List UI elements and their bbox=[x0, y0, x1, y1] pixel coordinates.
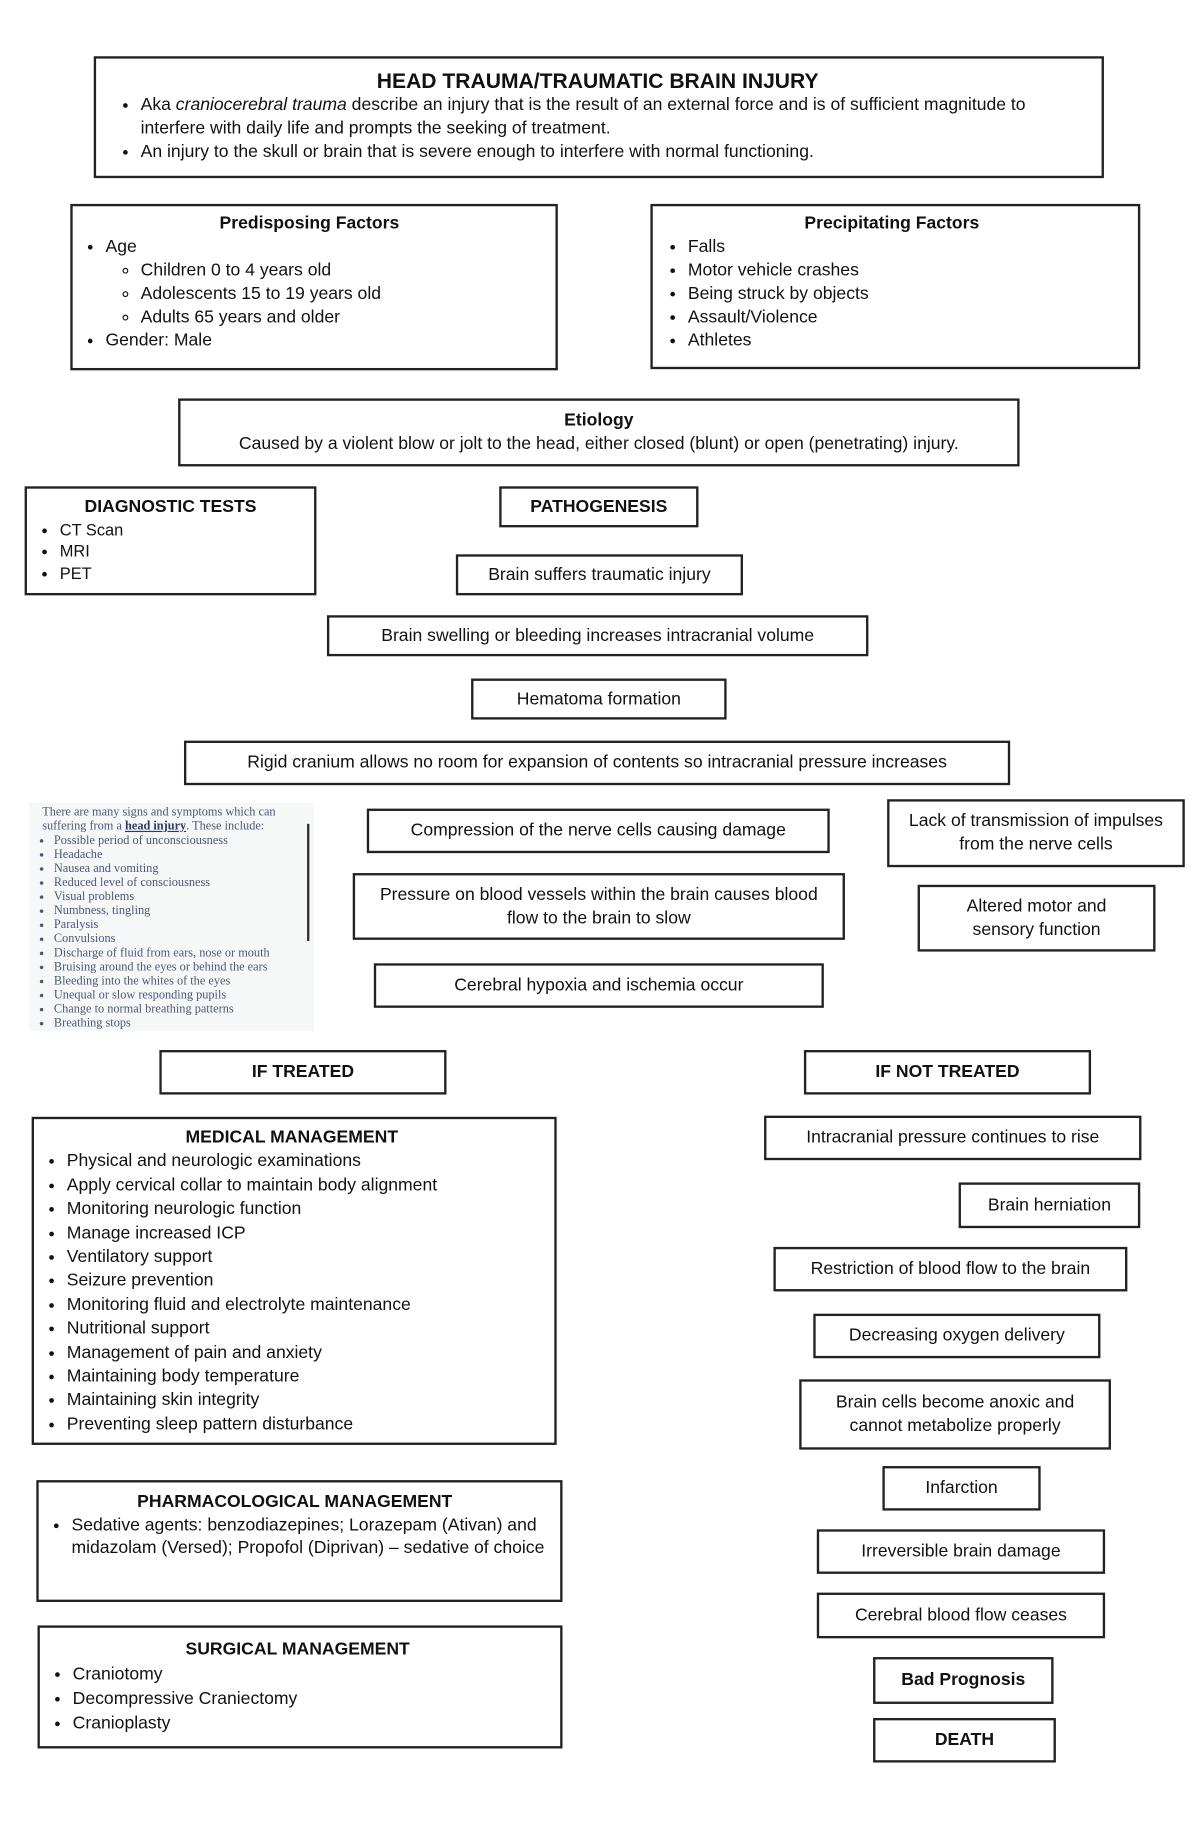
list-item: Sedative agents: benzodiazepines; Loraze… bbox=[71, 1514, 550, 1560]
list-item: Nutritional support bbox=[67, 1318, 550, 1342]
list-item: Monitoring fluid and electrolyte mainten… bbox=[67, 1294, 550, 1318]
heading: SURGICAL MANAGEMENT bbox=[185, 1639, 410, 1660]
list-item: Seizure prevention bbox=[67, 1270, 550, 1294]
etiology-text: Caused by a violent blow or jolt to the … bbox=[238, 433, 959, 454]
list-item: Physical and neurologic examinations bbox=[67, 1150, 550, 1174]
list-item: PET bbox=[60, 562, 314, 584]
definition-1: Aka craniocerebral trauma describe an in… bbox=[141, 94, 1088, 141]
list-item: Being struck by objects bbox=[688, 282, 1129, 305]
list-item: Gender: Male bbox=[105, 329, 546, 352]
list-item: Motor vehicle crashes bbox=[688, 259, 1129, 282]
list-item: Unequal or slow responding pupils bbox=[54, 989, 314, 1003]
death: DEATH bbox=[873, 1718, 1056, 1763]
flow-step: Brain cells become anoxic and cannot met… bbox=[799, 1379, 1111, 1450]
list-item: MRI bbox=[60, 540, 314, 562]
if-not-treated-label: IF NOT TREATED bbox=[803, 1050, 1092, 1095]
flow-step: Rigid cranium allows no room for expansi… bbox=[183, 740, 1011, 786]
flow-step: Cerebral blood flow ceases bbox=[816, 1592, 1106, 1639]
list-item: Apply cervical collar to maintain body a… bbox=[67, 1174, 550, 1198]
list-item: Age bbox=[105, 236, 137, 257]
flow-step: Compression of the nerve cells causing d… bbox=[366, 808, 830, 854]
list-item: Monitoring neurologic function bbox=[67, 1198, 550, 1222]
list-item: Ventilatory support bbox=[67, 1246, 550, 1270]
flow-step: Irreversible brain damage bbox=[816, 1529, 1106, 1574]
bad-prognosis: Bad Prognosis bbox=[873, 1657, 1054, 1704]
list-item: Breathing stops bbox=[54, 1017, 314, 1031]
flow-step: Cerebral hypoxia and ischemia occur bbox=[373, 963, 824, 1008]
list-item: Numbness, tingling bbox=[54, 905, 314, 919]
flow-step: Brain suffers traumatic injury bbox=[455, 554, 743, 596]
flow-step: Restriction of blood flow to the brain bbox=[773, 1246, 1128, 1292]
list-item: Craniotomy bbox=[73, 1662, 556, 1687]
diagnostic-tests: DIAGNOSTIC TESTS CT Scan MRI PET bbox=[24, 486, 317, 596]
heading: MEDICAL MANAGEMENT bbox=[185, 1127, 399, 1148]
flow-step: Intracranial pressure continues to rise bbox=[764, 1115, 1142, 1161]
page-title: HEAD TRAUMA/TRAUMATIC BRAIN INJURY bbox=[376, 69, 819, 93]
list-item: Discharge of fluid from ears, nose or mo… bbox=[54, 947, 314, 961]
list-item: Athletes bbox=[688, 329, 1129, 352]
if-treated-label: IF TREATED bbox=[159, 1050, 447, 1095]
list-item: Bruising around the eyes or behind the e… bbox=[54, 961, 314, 975]
list-item: CT Scan bbox=[60, 519, 314, 541]
flow-step: Hematoma formation bbox=[471, 678, 727, 720]
list-item: Cranioplasty bbox=[73, 1711, 556, 1736]
symptoms-image: There are many signs and symptoms which … bbox=[29, 802, 315, 1032]
list-item: Bleeding into the whites of the eyes bbox=[54, 975, 314, 989]
etiology: Etiology Caused by a violent blow or jol… bbox=[178, 398, 1020, 467]
flow-step: Infarction bbox=[882, 1466, 1041, 1511]
list-item: Children 0 to 4 years old bbox=[141, 259, 546, 282]
list-item: Assault/Violence bbox=[688, 306, 1129, 329]
heading: DIAGNOSTIC TESTS bbox=[84, 496, 257, 517]
title-box: HEAD TRAUMA/TRAUMATIC BRAIN INJURY Aka c… bbox=[93, 56, 1104, 179]
flow-step: Altered motor and sensory function bbox=[917, 884, 1156, 952]
list-item: Adolescents 15 to 19 years old bbox=[141, 282, 546, 305]
surgical-management: SURGICAL MANAGEMENT Craniotomy Decompres… bbox=[37, 1625, 563, 1749]
symptoms-intro: suffering from a head injury. These incl… bbox=[42, 820, 265, 834]
list-item: Reduced level of consciousness bbox=[54, 877, 314, 891]
list-item: Preventing sleep pattern disturbance bbox=[67, 1413, 550, 1437]
predisposing-factors: Predisposing Factors Age Children 0 to 4… bbox=[70, 203, 558, 371]
heading: Etiology bbox=[564, 410, 634, 431]
list-item: Convulsions bbox=[54, 933, 314, 947]
flow-step: Lack of transmission of impulses from th… bbox=[887, 799, 1185, 868]
list-item: Decompressive Craniectomy bbox=[73, 1686, 556, 1711]
list-item: Possible period of unconsciousness bbox=[54, 834, 314, 848]
flow-step: Pressure on blood vessels within the bra… bbox=[352, 873, 845, 940]
scrollbar-mark bbox=[307, 823, 310, 942]
precipitating-factors: Precipitating Factors Falls Motor vehicl… bbox=[650, 203, 1141, 370]
medical-management: MEDICAL MANAGEMENT Physical and neurolog… bbox=[31, 1116, 557, 1445]
list-item: Maintaining skin integrity bbox=[67, 1389, 550, 1413]
list-item: Falls bbox=[688, 236, 1129, 259]
heading: Predisposing Factors bbox=[219, 213, 400, 234]
list-item: Change to normal breathing patterns bbox=[54, 1003, 314, 1017]
list-item: Adults 65 years and older bbox=[141, 306, 546, 329]
definition-2: An injury to the skull or brain that is … bbox=[141, 141, 1088, 164]
list-item: Manage increased ICP bbox=[67, 1222, 550, 1246]
flow-step: Brain swelling or bleeding increases int… bbox=[326, 615, 869, 657]
heading: PHARMACOLOGICAL MANAGEMENT bbox=[137, 1491, 453, 1512]
list-item: Management of pain and anxiety bbox=[67, 1341, 550, 1365]
list-item: Paralysis bbox=[54, 919, 314, 933]
list-item: Visual problems bbox=[54, 891, 314, 905]
list-item: Maintaining body temperature bbox=[67, 1365, 550, 1389]
list-item: Nausea and vomiting bbox=[54, 863, 314, 877]
pharmacological-management: PHARMACOLOGICAL MANAGEMENT Sedative agen… bbox=[36, 1480, 563, 1602]
flow-step: Decreasing oxygen delivery bbox=[813, 1313, 1101, 1359]
list-item: Headache bbox=[54, 848, 314, 862]
heading: Precipitating Factors bbox=[804, 213, 980, 234]
symptoms-intro: There are many signs and symptoms which … bbox=[42, 806, 276, 820]
flow-step: Brain herniation bbox=[958, 1182, 1141, 1229]
pathogenesis-heading: PATHOGENESIS bbox=[499, 486, 699, 528]
